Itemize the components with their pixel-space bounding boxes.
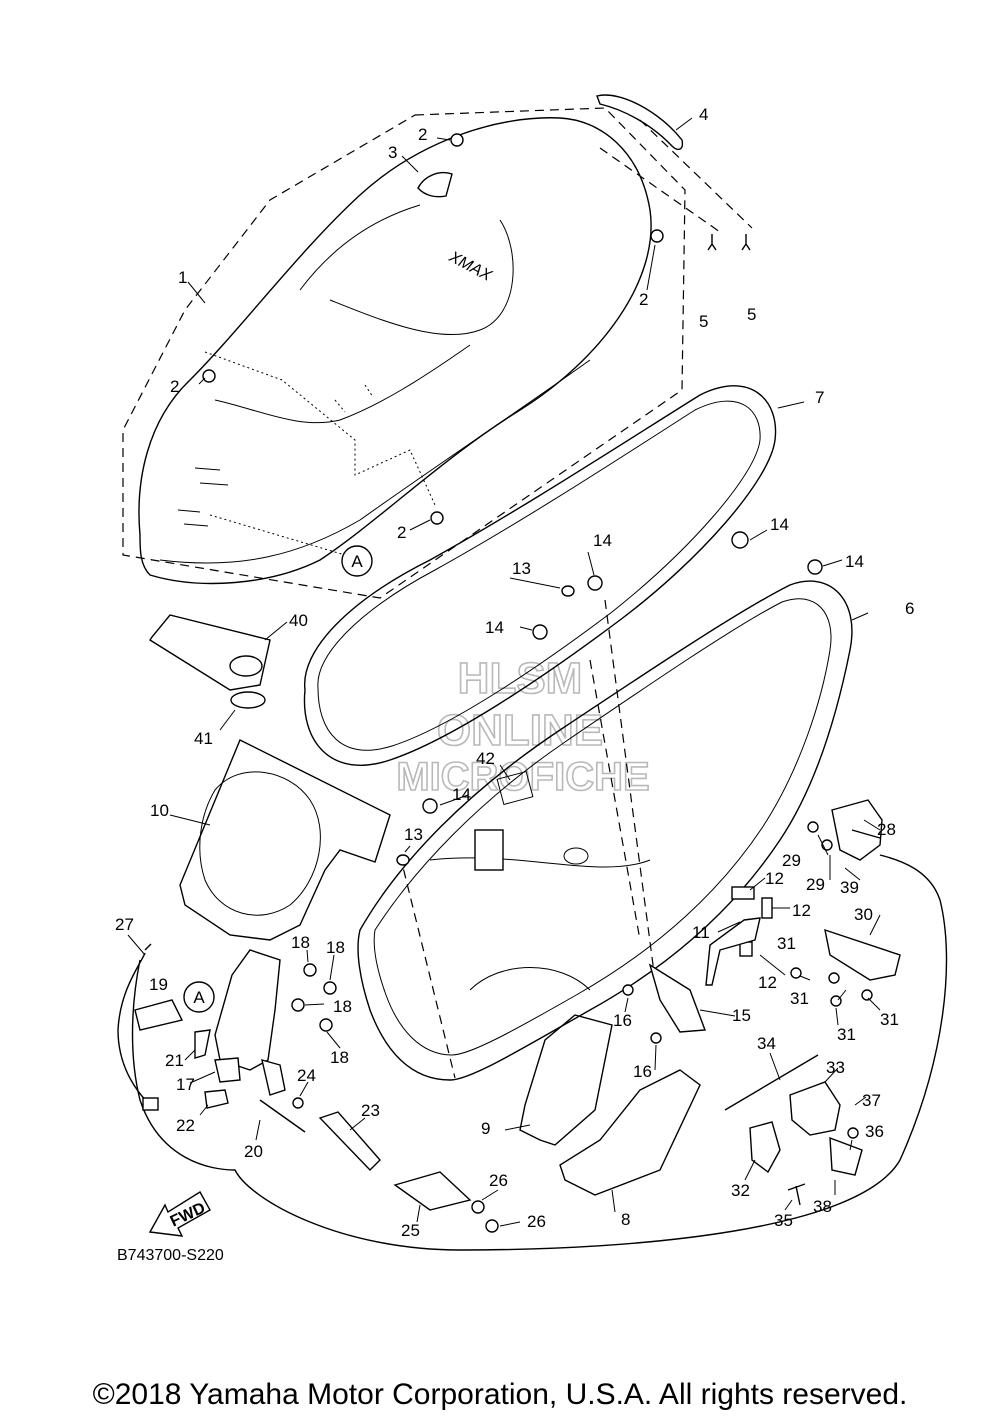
reference-marker-1: A (341, 545, 373, 577)
callout-label: 2 (418, 125, 427, 144)
lock-assembly (131, 799, 948, 1251)
callout-label: 24 (297, 1066, 316, 1085)
callout-label: 40 (289, 611, 308, 630)
callout-label: 31 (777, 934, 796, 953)
callout-label: 14 (452, 785, 471, 804)
callout-label: 30 (854, 905, 873, 924)
callout-label: 18 (333, 997, 352, 1016)
callout-label: 36 (865, 1122, 884, 1141)
callout-label: 16 (613, 1011, 632, 1030)
reference-marker-2: A (183, 981, 215, 1013)
callout-label: 12 (765, 869, 784, 888)
callout-label: 4 (699, 105, 708, 124)
callout-label: 14 (593, 531, 612, 550)
callout-label: 37 (862, 1091, 881, 1110)
callout-label: 5 (699, 312, 708, 331)
reference-letter: A (193, 988, 205, 1007)
callout-label: 42 (476, 749, 495, 768)
callout-label: 7 (815, 388, 824, 407)
reference-letter: A (351, 552, 363, 571)
owner-manual-pouch (149, 614, 271, 691)
forward-direction-arrow: FWD (148, 1191, 211, 1237)
mat-10 (179, 739, 391, 941)
callout-label: 2 (397, 523, 406, 542)
leader-lines (127, 117, 881, 1227)
callout-label: 18 (326, 938, 345, 957)
callout-label: 26 (527, 1212, 546, 1231)
callout-label: 5 (747, 305, 756, 324)
callout-label: 9 (481, 1119, 490, 1138)
callout-label: 3 (388, 143, 397, 162)
callout-label: 2 (170, 377, 179, 396)
callout-label: 13 (404, 825, 423, 844)
callout-label: 2 (639, 290, 648, 309)
callout-labels: 1 2 2 2 2 3 4 5 5 6 7 8 9 10 11 12 12 12… (115, 105, 914, 1240)
callout-label: 17 (176, 1075, 195, 1094)
callout-label: 15 (732, 1006, 751, 1025)
callout-label: 23 (361, 1101, 380, 1120)
callout-label: 38 (813, 1197, 832, 1216)
callout-label: 31 (790, 989, 809, 1008)
callout-label: 22 (176, 1116, 195, 1135)
callout-label: 28 (877, 820, 896, 839)
callout-label: 8 (621, 1210, 630, 1229)
callout-label: 1 (178, 268, 187, 287)
callout-label: 10 (150, 801, 169, 820)
callout-label: 19 (149, 975, 168, 994)
callout-label: 25 (401, 1221, 420, 1240)
callout-label: 6 (905, 599, 914, 618)
callout-label: 18 (330, 1048, 349, 1067)
copyright-notice: ©2018 Yamaha Motor Corporation, U.S.A. A… (92, 1378, 908, 1411)
mat-8 (559, 1069, 701, 1196)
seat-assembly: XMAX (122, 94, 753, 599)
callout-label: 32 (731, 1181, 750, 1200)
callout-label: 20 (244, 1142, 263, 1161)
callout-label: 14 (485, 618, 504, 637)
callout-label: 29 (782, 851, 801, 870)
callout-label: 31 (880, 1010, 899, 1029)
callout-label: 11 (692, 923, 710, 942)
watermark-line-3: MICROFICHE (396, 755, 649, 799)
seat-hinge-assembly (117, 943, 499, 1233)
callout-label: 26 (489, 1171, 508, 1190)
callout-label: 41 (194, 729, 213, 748)
callout-label: 13 (512, 559, 531, 578)
diagram-code: B743700-S220 (117, 1247, 224, 1264)
seat-logo: XMAX (445, 248, 495, 285)
callout-label: 16 (633, 1062, 652, 1081)
callout-label: 12 (758, 973, 777, 992)
callout-label: 14 (770, 515, 789, 534)
watermark-line-2: ONLINE (437, 706, 603, 755)
callout-label: 29 (806, 875, 825, 894)
callout-label: 12 (792, 901, 811, 920)
callout-label: 33 (826, 1058, 845, 1077)
fastener-group (396, 531, 823, 866)
seat-seal (303, 385, 777, 766)
callout-label: 14 (845, 552, 864, 571)
callout-label: 35 (774, 1211, 793, 1230)
callout-label: 18 (291, 933, 310, 952)
luggage-box (357, 580, 853, 1081)
mat-9 (519, 1014, 613, 1146)
callout-label: 34 (757, 1034, 776, 1053)
damper-group (202, 133, 664, 525)
callout-label: 27 (115, 915, 134, 934)
callout-label: 31 (837, 1025, 856, 1044)
callout-label: 39 (840, 878, 859, 897)
callout-label: 21 (165, 1051, 184, 1070)
